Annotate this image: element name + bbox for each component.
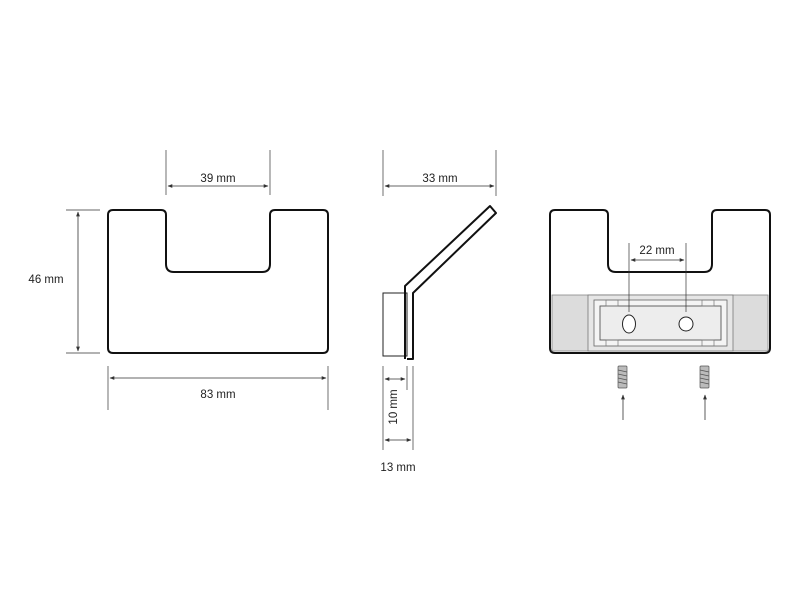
plate-height-label: 10 mm (388, 389, 400, 424)
width-label: 83 mm (200, 389, 235, 401)
side-view-plate (382, 292, 408, 357)
screw-right (699, 365, 710, 389)
mounting-plate (551, 294, 769, 352)
height-label: 46 mm (28, 274, 63, 286)
plate-depth-label: 13 mm (380, 462, 415, 474)
depth-dimension: 33 mm (382, 150, 497, 196)
back-view: 22 mm (549, 209, 771, 420)
slot-hole-left (622, 314, 636, 334)
depth-label: 33 mm (422, 173, 457, 185)
back-view-outline (549, 209, 771, 354)
screw-hole-right (678, 316, 694, 332)
width-dimension: 83 mm (107, 366, 329, 410)
slot-width-dimension: 39 mm (165, 150, 271, 195)
side-view-hook-arm (404, 205, 497, 360)
front-view: 39 mm 46 mm 83 mm (28, 150, 329, 410)
plate-depth-dimension: 13 mm (380, 366, 416, 474)
plate-height-dimension: 10 mm (384, 366, 408, 425)
screw-left (617, 365, 628, 389)
side-view: 33 mm 10 mm 13 mm (380, 150, 497, 474)
height-dimension: 46 mm (28, 209, 100, 354)
front-view-outline (107, 209, 329, 354)
hole-spacing-dimension: 22 mm (628, 243, 687, 312)
slot-width-label: 39 mm (200, 173, 235, 185)
hole-spacing-label: 22 mm (639, 245, 674, 257)
